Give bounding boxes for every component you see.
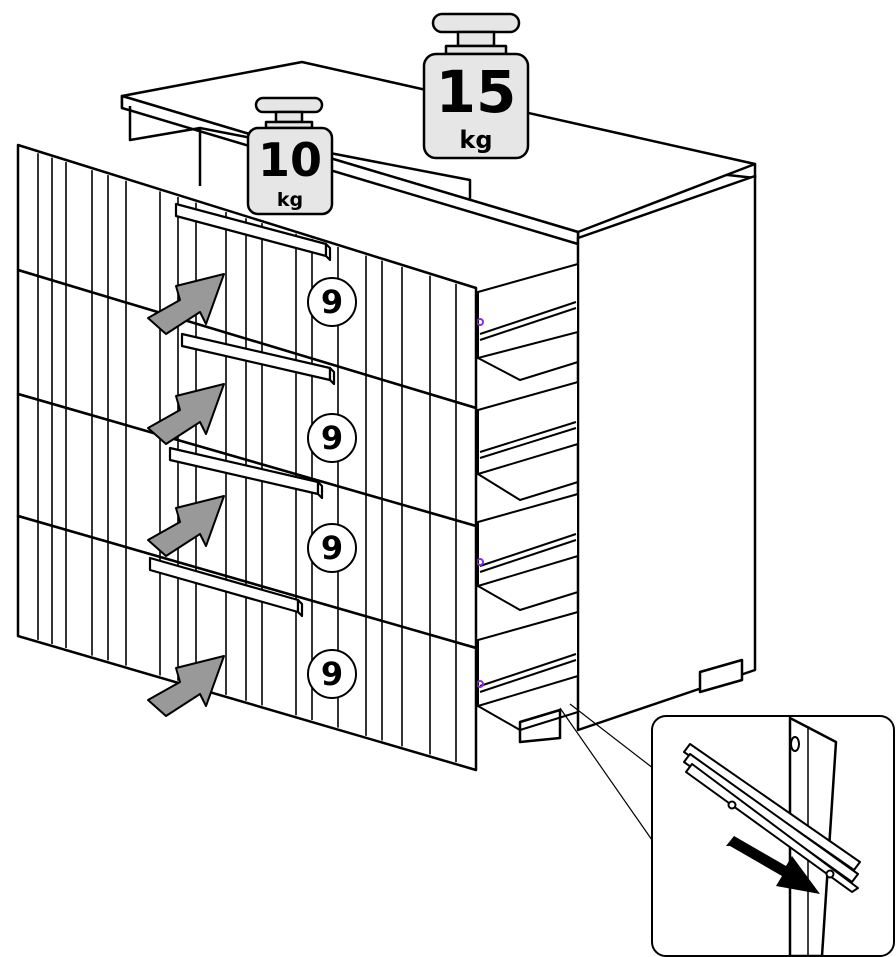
handle-2[interactable] bbox=[180, 332, 336, 386]
push-arrow-icon bbox=[147, 655, 225, 717]
pull-arrow-icon bbox=[726, 836, 820, 894]
part-label-circle bbox=[307, 523, 357, 573]
push-arrow-icon bbox=[147, 383, 225, 445]
part-label-circle bbox=[307, 649, 357, 699]
weight-drawer-unit: kg bbox=[277, 189, 303, 211]
weight-drawer-value: 10 bbox=[258, 133, 322, 187]
part-label-number: 9 bbox=[321, 283, 343, 321]
drawer-fronts bbox=[16, 143, 478, 772]
part-labels: 9 9 9 9 bbox=[307, 277, 357, 699]
push-arrow-icon bbox=[147, 495, 225, 557]
part-label: 9 bbox=[307, 649, 357, 699]
part-label-number: 9 bbox=[321, 529, 343, 567]
part-label: 9 bbox=[307, 523, 357, 573]
part-label-circle bbox=[307, 277, 357, 327]
weight-top: 15 kg bbox=[422, 12, 530, 160]
handle-1[interactable] bbox=[174, 202, 332, 262]
detail-callout bbox=[559, 703, 895, 957]
part-label-circle bbox=[307, 413, 357, 463]
weight-drawer: 10 kg bbox=[246, 96, 334, 216]
weight-icon bbox=[246, 96, 334, 216]
weight-top-unit: kg bbox=[459, 126, 492, 154]
weight-top-value: 15 bbox=[436, 58, 517, 126]
part-label-number: 9 bbox=[321, 419, 343, 457]
drawer-handles bbox=[148, 202, 336, 618]
screw-accents bbox=[476, 318, 484, 688]
handle-3[interactable] bbox=[168, 446, 324, 500]
part-label-number: 9 bbox=[321, 655, 343, 693]
push-arrows bbox=[147, 273, 225, 717]
push-arrow-icon bbox=[147, 273, 225, 335]
part-label: 9 bbox=[307, 277, 357, 327]
handle-4[interactable] bbox=[148, 556, 304, 618]
weight-icon bbox=[422, 12, 530, 160]
drawer-sides bbox=[477, 262, 579, 732]
part-label: 9 bbox=[307, 413, 357, 463]
drawer-front-4[interactable] bbox=[16, 514, 478, 772]
